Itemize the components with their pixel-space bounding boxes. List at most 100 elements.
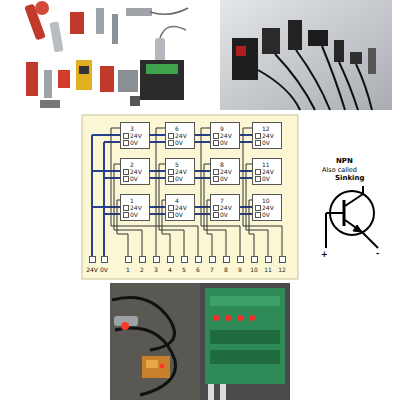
input-terminal: 24V	[89, 256, 96, 263]
input-terminal: 10	[251, 256, 258, 263]
input-terminal: 12	[279, 256, 286, 263]
terminal-label: 0V	[262, 175, 279, 182]
terminal-label: 4	[175, 197, 192, 204]
wiring-panel	[82, 115, 298, 279]
screw-terminal	[213, 212, 219, 218]
screw-terminal	[255, 169, 261, 175]
input-terminal: 1	[125, 256, 132, 263]
screw-terminal	[123, 205, 129, 211]
screw-terminal	[123, 169, 129, 175]
screw-terminal	[255, 133, 261, 139]
symbol-label: -	[376, 250, 379, 258]
terminal-label: 24V	[130, 168, 147, 175]
sensor-terminal-block: 1124V0V	[252, 158, 282, 185]
screw-terminal	[123, 212, 129, 218]
screw-terminal	[255, 212, 261, 218]
terminal-label: 0V	[220, 139, 237, 146]
sensor-photo	[220, 0, 392, 110]
screw-terminal	[168, 133, 174, 139]
pin-label: 0V	[100, 266, 108, 273]
sensor-photo	[18, 0, 192, 113]
terminal-label: 0V	[130, 139, 147, 146]
terminal-label: 3	[130, 125, 147, 132]
pin-label: 12	[278, 266, 286, 273]
symbol-label: NPN	[336, 158, 353, 165]
terminal-label: 24V	[220, 204, 237, 211]
sensor-terminal-block: 224V0V	[120, 158, 150, 185]
screw-terminal	[168, 140, 174, 146]
screw-terminal	[213, 133, 219, 139]
terminal-label: 5	[175, 161, 192, 168]
input-terminal: 0V	[101, 256, 108, 263]
input-terminal: 9	[237, 256, 244, 263]
terminal-label: 0V	[130, 175, 147, 182]
symbol-label: Also called	[322, 167, 357, 174]
terminal-label: 7	[220, 197, 237, 204]
terminal-label: 24V	[175, 204, 192, 211]
pin-label: 11	[264, 266, 272, 273]
screw-terminal	[255, 140, 261, 146]
screw-terminal	[168, 205, 174, 211]
transistor-symbol	[326, 186, 378, 248]
input-terminal: 4	[167, 256, 174, 263]
screw-terminal	[213, 140, 219, 146]
symbol-label: Sinking	[335, 175, 364, 182]
sensor-terminal-block: 124V0V	[120, 194, 150, 221]
pin-label: 10	[250, 266, 258, 273]
terminal-label: 0V	[175, 139, 192, 146]
input-terminal: 8	[223, 256, 230, 263]
screw-terminal	[168, 212, 174, 218]
terminal-label: 0V	[262, 139, 279, 146]
screw-terminal	[123, 176, 129, 182]
symbol-label: +	[321, 251, 328, 259]
terminal-label: 0V	[262, 211, 279, 218]
terminal-label: 24V	[130, 132, 147, 139]
screw-terminal	[123, 133, 129, 139]
screw-terminal	[213, 169, 219, 175]
sensor-terminal-block: 424V0V	[165, 194, 195, 221]
sensor-terminal-block: 824V0V	[210, 158, 240, 185]
terminal-label: 24V	[262, 204, 279, 211]
terminal-label: 0V	[220, 175, 237, 182]
sensor-terminal-block: 524V0V	[165, 158, 195, 185]
screw-terminal	[255, 176, 261, 182]
terminal-label: 10	[262, 197, 279, 204]
supply-bus	[92, 135, 252, 256]
sensor-terminal-block: 924V0V	[210, 122, 240, 149]
terminal-label: 8	[220, 161, 237, 168]
terminal-label: 24V	[262, 168, 279, 175]
terminal-label: 11	[262, 161, 279, 168]
pin-label: 2	[140, 266, 144, 273]
sensor-terminal-block: 1224V0V	[252, 122, 282, 149]
input-terminal: 7	[209, 256, 216, 263]
terminal-label: 1	[130, 197, 147, 204]
terminal-label: 0V	[175, 211, 192, 218]
screw-terminal	[168, 176, 174, 182]
input-terminal: 2	[139, 256, 146, 263]
terminal-label: 0V	[175, 175, 192, 182]
screw-terminal	[255, 205, 261, 211]
pin-label: 1	[126, 266, 130, 273]
sensor-terminal-block: 724V0V	[210, 194, 240, 221]
signal-wire	[117, 200, 128, 256]
pin-label: 5	[182, 266, 186, 273]
screw-terminal	[168, 169, 174, 175]
pin-label: 8	[224, 266, 228, 273]
pin-label: 6	[196, 266, 200, 273]
screw-terminal	[213, 205, 219, 211]
input-terminal: 3	[153, 256, 160, 263]
sensor-terminal-block: 624V0V	[165, 122, 195, 149]
pin-label: 24V	[86, 266, 98, 273]
sensor-terminal-block: 324V0V	[120, 122, 150, 149]
terminal-label: 24V	[175, 132, 192, 139]
input-terminal: 5	[181, 256, 188, 263]
sensor-terminal-block: 1024V0V	[252, 194, 282, 221]
pin-label: 9	[238, 266, 242, 273]
input-terminal: 6	[195, 256, 202, 263]
terminal-label: 24V	[175, 168, 192, 175]
screw-terminal	[213, 176, 219, 182]
pin-label: 7	[210, 266, 214, 273]
terminal-label: 24V	[220, 132, 237, 139]
